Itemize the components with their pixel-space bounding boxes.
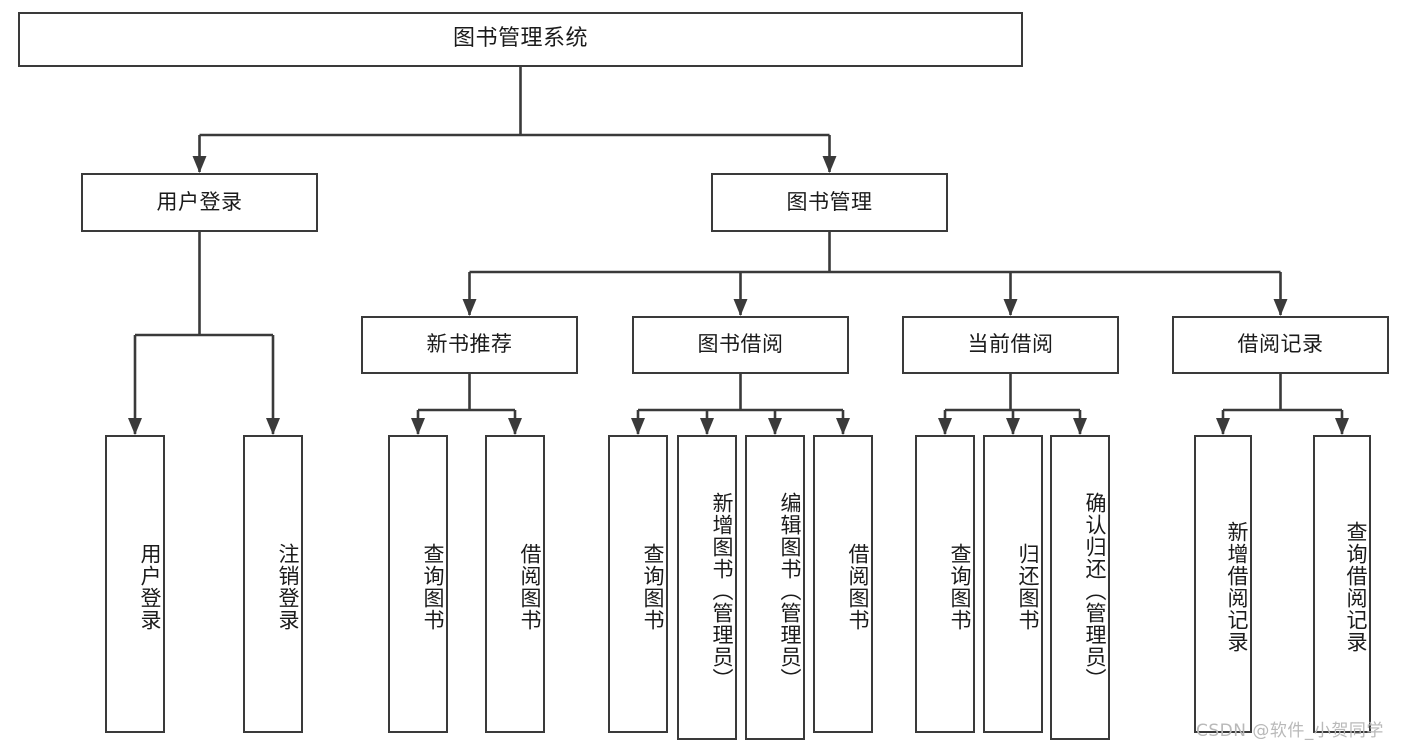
arrowhead-icon xyxy=(1006,418,1020,435)
node-leaf-logout[interactable]: 注销登录 xyxy=(243,435,303,733)
arrowhead-icon xyxy=(411,418,425,435)
arrowhead-icon xyxy=(836,418,850,435)
node-leaf-query-record[interactable]: 查询借阅记录 xyxy=(1313,435,1371,733)
node-leaf-user-login[interactable]: 用户登录 xyxy=(105,435,165,733)
node-label: 新增图书（管理员） xyxy=(710,491,734,690)
arrowhead-icon xyxy=(700,418,714,435)
node-label: 编辑图书（管理员） xyxy=(778,491,802,690)
arrowhead-icon xyxy=(1273,299,1288,316)
node-book-manage[interactable]: 图书管理 xyxy=(711,173,948,232)
node-label: 借阅图书 xyxy=(846,543,870,631)
node-root[interactable]: 图书管理系统 xyxy=(18,12,1023,67)
node-label: 图书管理 xyxy=(786,189,873,214)
arrowhead-icon xyxy=(508,418,522,435)
arrowhead-icon xyxy=(822,156,837,173)
arrowhead-icon xyxy=(768,418,782,435)
node-leaf-borrow-book-2[interactable]: 借阅图书 xyxy=(813,435,873,733)
arrowhead-icon xyxy=(1003,299,1018,316)
node-label: 借阅记录 xyxy=(1237,332,1324,357)
node-leaf-return-book[interactable]: 归还图书 xyxy=(983,435,1043,733)
node-book-borrow[interactable]: 图书借阅 xyxy=(632,316,849,374)
node-new-book-rec[interactable]: 新书推荐 xyxy=(361,316,578,374)
arrowhead-icon xyxy=(938,418,952,435)
arrowhead-icon xyxy=(192,156,207,173)
node-label: 图书管理系统 xyxy=(452,26,588,52)
node-label: 用户登录 xyxy=(156,189,243,214)
arrowhead-icon xyxy=(128,418,142,435)
arrowhead-icon xyxy=(631,418,645,435)
node-label: 确认归还（管理员） xyxy=(1083,491,1107,690)
arrowhead-icon xyxy=(1216,418,1230,435)
node-label: 图书借阅 xyxy=(697,332,784,357)
node-label: 查询图书 xyxy=(948,543,972,631)
node-leaf-query-book-1[interactable]: 查询图书 xyxy=(388,435,448,733)
node-leaf-query-book-3[interactable]: 查询图书 xyxy=(915,435,975,733)
node-borrow-record[interactable]: 借阅记录 xyxy=(1172,316,1389,374)
node-current-borrow[interactable]: 当前借阅 xyxy=(902,316,1119,374)
node-leaf-query-book-2[interactable]: 查询图书 xyxy=(608,435,668,733)
node-leaf-confirm-return[interactable]: 确认归还（管理员） xyxy=(1050,435,1110,740)
node-leaf-add-book[interactable]: 新增图书（管理员） xyxy=(677,435,737,740)
node-label: 查询借阅记录 xyxy=(1344,521,1368,653)
node-leaf-borrow-book-1[interactable]: 借阅图书 xyxy=(485,435,545,733)
node-label: 注销登录 xyxy=(276,543,300,631)
node-label: 查询图书 xyxy=(421,543,445,631)
node-label: 当前借阅 xyxy=(967,332,1054,357)
node-label: 归还图书 xyxy=(1016,543,1040,631)
node-leaf-add-record[interactable]: 新增借阅记录 xyxy=(1194,435,1252,733)
node-label: 借阅图书 xyxy=(518,543,542,631)
watermark-label: CSDN @软件_小贺同学 xyxy=(1196,721,1384,741)
arrowhead-icon xyxy=(462,299,477,316)
node-label: 新增借阅记录 xyxy=(1225,521,1249,653)
node-user-login[interactable]: 用户登录 xyxy=(81,173,318,232)
arrowhead-icon xyxy=(1073,418,1087,435)
node-label: 查询图书 xyxy=(641,543,665,631)
node-leaf-edit-book[interactable]: 编辑图书（管理员） xyxy=(745,435,805,740)
node-label: 用户登录 xyxy=(138,543,162,631)
arrowhead-icon xyxy=(1335,418,1349,435)
node-label: 新书推荐 xyxy=(426,332,513,357)
arrowhead-icon xyxy=(266,418,280,435)
arrowhead-icon xyxy=(733,299,748,316)
